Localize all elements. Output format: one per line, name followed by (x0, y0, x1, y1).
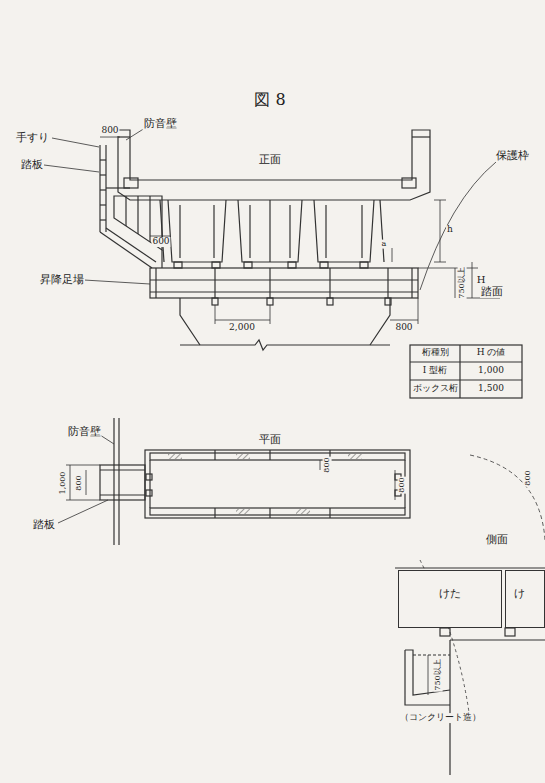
dimension: a (381, 240, 388, 249)
dimension: H (476, 274, 487, 285)
table-cell: 1,000 (477, 366, 505, 376)
dimension: 750以上 (458, 266, 467, 299)
view-name: 側面 (485, 534, 509, 546)
dimension: 800 (394, 323, 413, 333)
view-name: 正面 (258, 154, 282, 166)
dimension: 600 (151, 237, 170, 247)
girder-label: けた (439, 586, 461, 601)
part-name: 昇降足場 (39, 274, 85, 286)
table-cell: ボックス桁 (412, 384, 459, 394)
girder-label: け (514, 586, 525, 601)
part-name: 踏面 (480, 286, 504, 298)
dimension: 800 (323, 456, 332, 473)
part-name: 踏板 (32, 519, 56, 531)
table-cell: I 型桁 (422, 366, 448, 376)
part-name: 手すり (15, 132, 50, 144)
view-name: 平面 (258, 434, 282, 446)
table-cell: H の値 (476, 348, 507, 358)
girder-box: けた (398, 570, 502, 628)
dimension: 800 (75, 474, 84, 491)
part-name: 防音壁 (67, 426, 102, 438)
dimension: 800 (524, 469, 533, 486)
dimension: h (446, 225, 454, 235)
note: （コンクリート造） (399, 713, 482, 723)
part-name: 保護枠 (495, 150, 530, 162)
dimension: 800 (100, 126, 119, 136)
dimension: 1,000 (59, 471, 68, 496)
dimension: 750以上 (434, 658, 443, 691)
girder-box: け (505, 570, 545, 628)
table-cell: 1,500 (477, 384, 505, 394)
part-name: 踏板 (20, 159, 44, 171)
part-name: 防音壁 (143, 118, 178, 130)
table-cell: 桁種別 (421, 348, 450, 358)
dimension: 800 (398, 476, 407, 493)
figure-title: 図 8 (253, 91, 286, 109)
dimension: 2,000 (228, 323, 256, 333)
